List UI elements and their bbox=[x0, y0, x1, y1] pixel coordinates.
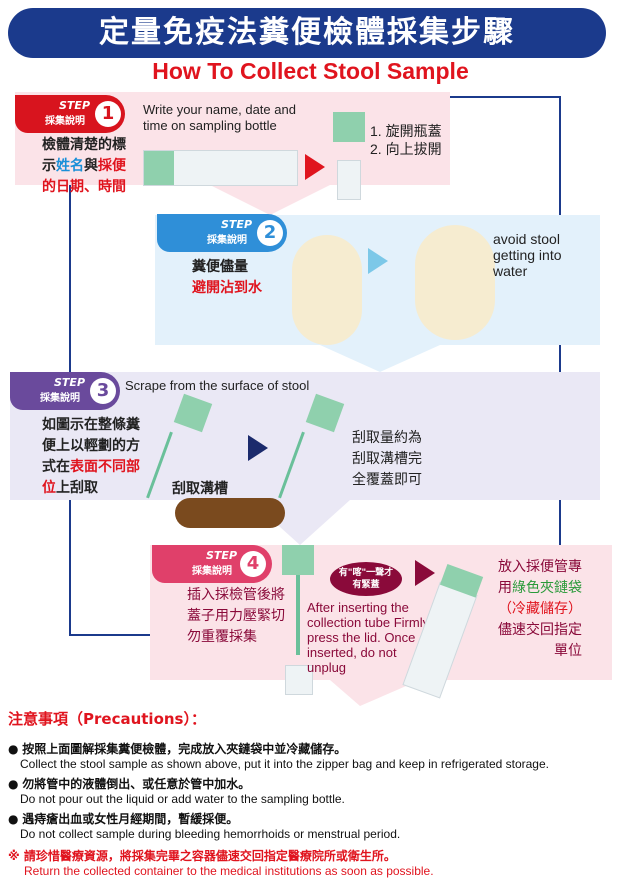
t: 上刮取 bbox=[56, 480, 98, 496]
arrow-icon bbox=[248, 435, 268, 461]
step1-en: Write your name, date and time on sampli… bbox=[143, 102, 296, 133]
step4-tab: STEP 採集說明 4 bbox=[152, 545, 272, 583]
step2-cn: 糞便儘量避開沾到水 bbox=[192, 257, 262, 299]
t: 檢體清楚的標示 bbox=[42, 137, 126, 174]
step-label: STEP bbox=[59, 99, 91, 112]
step3-panel bbox=[10, 372, 600, 545]
step-label: STEP bbox=[221, 218, 253, 231]
page-subtitle: How To Collect Stool Sample bbox=[152, 58, 469, 84]
precaution-item: ● 勿將管中的液體倒出、或任意於管中加水。Do not pour out the… bbox=[8, 777, 345, 806]
arrow-icon bbox=[305, 154, 325, 180]
step4-panel bbox=[150, 545, 612, 706]
click-badge: 有"喀"一聲才有緊蓋 bbox=[330, 562, 402, 596]
step1-open: 1. 旋開瓶蓋 2. 向上拔開 bbox=[370, 122, 442, 158]
precautions-heading: 注意事項（Precautions）： bbox=[8, 710, 206, 728]
t: 表面不同部位 bbox=[42, 459, 140, 496]
arrow-icon bbox=[368, 248, 388, 274]
t: 儘速交回指定單位 bbox=[498, 622, 582, 659]
stool-image bbox=[175, 498, 285, 528]
bottle-cap-image bbox=[333, 112, 365, 142]
step-number: 2 bbox=[257, 220, 283, 246]
step3-amount: 刮取量約為刮取溝槽完全覆蓋即可 bbox=[352, 430, 422, 488]
step-label: STEP bbox=[206, 549, 238, 562]
t: 勿將管中的液體倒出、或任意於管中加水。 bbox=[22, 777, 251, 791]
step-label: STEP bbox=[54, 376, 86, 389]
precaution-item: ● 按照上面圖解採集糞便檢體，完成放入夾鏈袋中並冷藏儲存。Collect the… bbox=[8, 742, 549, 771]
arrow-icon bbox=[415, 560, 435, 586]
precaution-item: ● 遇痔瘡出血或女性月經期間，暫緩採便。Do not collect sampl… bbox=[8, 812, 401, 841]
t: Do not pour out the liquid or add water … bbox=[20, 792, 345, 806]
toilet-image bbox=[292, 235, 362, 345]
step2-tab: STEP 採集說明 2 bbox=[157, 214, 287, 252]
step-sub: 採集說明 bbox=[207, 235, 247, 246]
t: 姓名 bbox=[56, 158, 84, 174]
t: 2. 向上拔開 bbox=[370, 141, 442, 157]
step3-tab: STEP 採集說明 3 bbox=[10, 372, 120, 410]
t: ※ 請珍惜醫療資源，將採集完畢之容器儘速交回指定醫療院所或衛生所。 bbox=[8, 849, 396, 863]
step3-en: Scrape from the surface of stool bbox=[125, 378, 310, 393]
t: 按照上面圖解採集糞便檢體，完成放入夾鏈袋中並冷藏儲存。 bbox=[22, 742, 347, 756]
tube-stick bbox=[296, 575, 300, 655]
step1-cn: 檢體清楚的標示姓名與採便的日期、時間 bbox=[42, 135, 137, 198]
t: 的日期、時間 bbox=[42, 179, 126, 195]
groove-label: 刮取溝槽 bbox=[172, 481, 228, 497]
step-sub: 採集說明 bbox=[40, 393, 80, 404]
step-sub: 採集說明 bbox=[45, 116, 85, 127]
step4-cn: 插入採檢管後將蓋子用力壓緊切勿重覆採集 bbox=[187, 587, 285, 645]
step2-en: avoid stool getting into water bbox=[493, 231, 562, 279]
t: Do not collect sample during bleeding he… bbox=[20, 827, 401, 841]
t: Return the collected container to the me… bbox=[24, 864, 434, 878]
step-number: 3 bbox=[90, 378, 116, 404]
t: 1. 旋開瓶蓋 bbox=[370, 123, 442, 139]
step4-en: After inserting the collection tube Firm… bbox=[307, 600, 430, 675]
step4-put: 放入採便管專用綠色夾鏈袋 （冷藏儲存） 儘速交回指定單位 bbox=[490, 557, 582, 662]
toilet-image bbox=[415, 225, 495, 340]
t: Collect the stool sample as shown above,… bbox=[20, 757, 549, 771]
step1-tab: STEP 採集說明 1 bbox=[15, 95, 125, 133]
t: 放入採便管專用 bbox=[498, 559, 582, 596]
t: 採便 bbox=[98, 158, 126, 174]
bottle-image bbox=[337, 160, 361, 200]
sampling-bottle-image bbox=[143, 150, 298, 186]
tube-image bbox=[285, 665, 313, 695]
t: 避開沾到水 bbox=[192, 280, 262, 296]
step-sub: 採集說明 bbox=[192, 566, 232, 577]
t: 糞便儘量 bbox=[192, 259, 248, 275]
t: 綠色夾鏈袋 bbox=[512, 580, 582, 596]
t: （冷藏儲存） bbox=[498, 601, 582, 617]
tube-cap-image bbox=[282, 545, 314, 575]
page-title: 定量免疫法糞便檢體採集步驟 bbox=[8, 8, 606, 58]
step-number: 1 bbox=[95, 101, 121, 127]
precaution-note: ※ 請珍惜醫療資源，將採集完畢之容器儘速交回指定醫療院所或衛生所。Return … bbox=[8, 847, 434, 878]
t: 如圖示在整條糞便上以輕劃的方式在 bbox=[42, 417, 140, 475]
t: 與 bbox=[84, 158, 98, 174]
step3-cn: 如圖示在整條糞便上以輕劃的方式在表面不同部位上刮取 bbox=[42, 415, 152, 499]
step-number: 4 bbox=[240, 551, 266, 577]
t: 遇痔瘡出血或女性月經期間，暫緩採便。 bbox=[22, 812, 239, 826]
